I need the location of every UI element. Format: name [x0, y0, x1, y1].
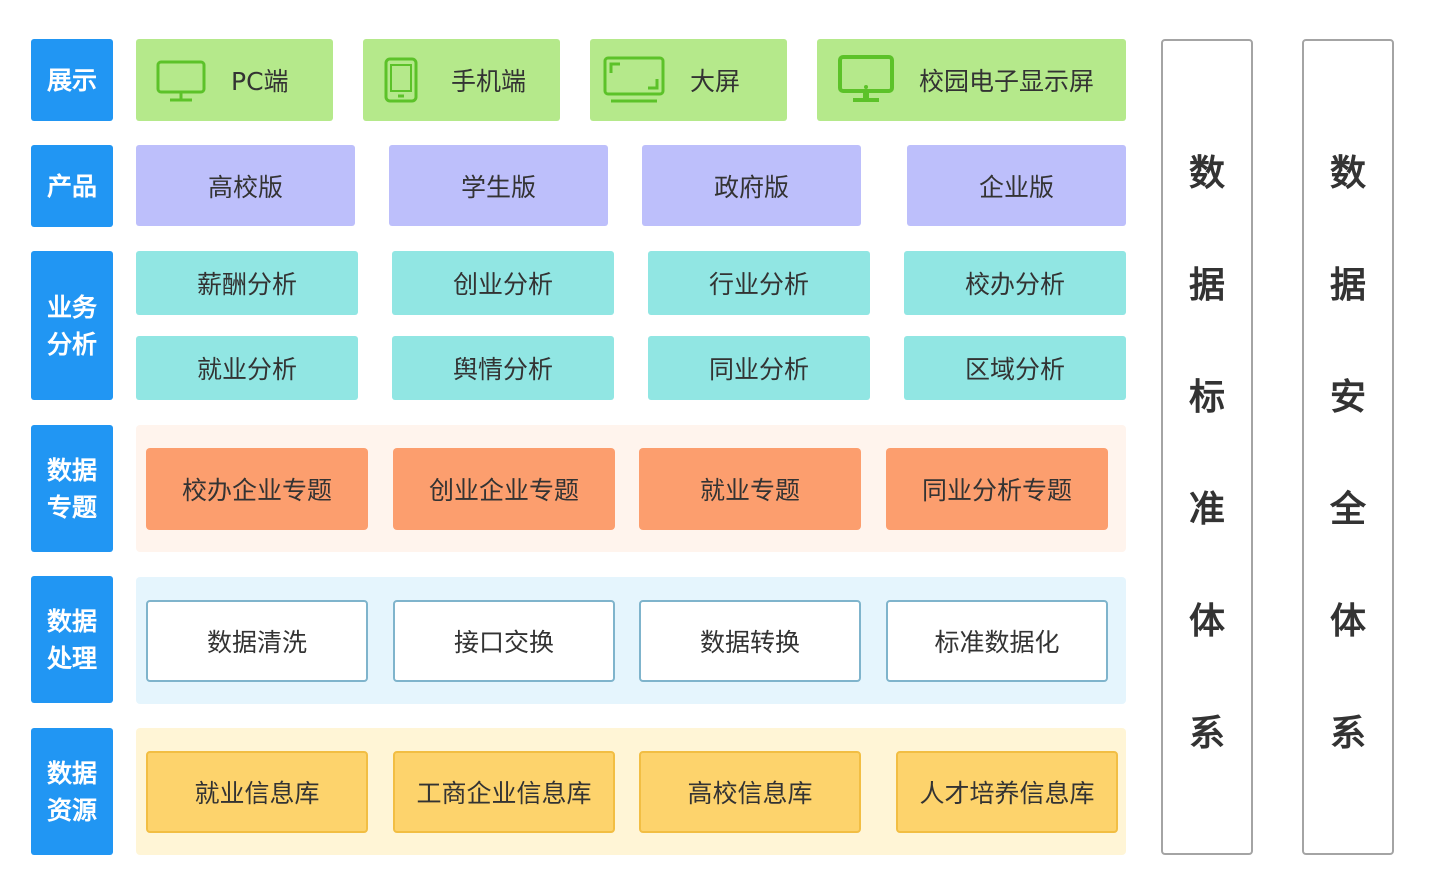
- vertical-char: 系: [1329, 713, 1366, 754]
- analysis-item: 行业分析: [648, 251, 870, 315]
- phone-icon: [384, 57, 418, 103]
- processing-item: 数据清洗: [146, 600, 368, 682]
- analysis-item: 舆情分析: [392, 336, 614, 400]
- monitor-icon: [156, 60, 206, 102]
- row-label-processing: 数据 处理: [31, 576, 113, 703]
- vertical-char: 准: [1188, 489, 1225, 530]
- data-security-column: 数 据 安 全 体 系: [1302, 39, 1394, 855]
- big-screen-icon: [603, 56, 665, 103]
- resource-item: 就业信息库: [146, 751, 368, 833]
- display-item-mobile: 手机端: [363, 39, 560, 121]
- topic-item: 校办企业专题: [146, 448, 368, 530]
- row-label-analysis: 业务 分析: [31, 251, 113, 400]
- campus-display-icon: [838, 55, 894, 102]
- vertical-char: 系: [1188, 713, 1225, 754]
- analysis-item: 同业分析: [648, 336, 870, 400]
- vertical-char: 据: [1329, 265, 1366, 306]
- display-item-bigscreen: 大屏: [590, 39, 787, 121]
- processing-item: 数据转换: [639, 600, 861, 682]
- vertical-char: 标: [1188, 377, 1225, 418]
- display-label: 校园电子显示屏: [919, 67, 1095, 96]
- analysis-item: 校办分析: [904, 251, 1126, 315]
- vertical-char: 体: [1188, 601, 1225, 642]
- product-item: 企业版: [907, 145, 1126, 226]
- vertical-char: 数: [1188, 153, 1225, 194]
- product-item: 学生版: [389, 145, 608, 226]
- display-item-campus: 校园电子显示屏: [817, 39, 1126, 121]
- processing-item: 标准数据化: [886, 600, 1108, 682]
- row-label-topics: 数据 专题: [31, 425, 113, 552]
- display-item-pc: PC端: [136, 39, 333, 121]
- product-item: 政府版: [642, 145, 861, 226]
- row-label-display: 展示: [31, 39, 113, 121]
- resource-item: 工商企业信息库: [393, 751, 615, 833]
- vertical-char: 安: [1329, 377, 1366, 418]
- processing-item: 接口交换: [393, 600, 615, 682]
- vertical-char: 体: [1329, 601, 1366, 642]
- vertical-char: 全: [1329, 489, 1366, 530]
- analysis-item: 就业分析: [136, 336, 358, 400]
- row-label-resources: 数据 资源: [31, 728, 113, 855]
- topic-item: 就业专题: [639, 448, 861, 530]
- vertical-char: 数: [1329, 153, 1366, 194]
- resource-item: 高校信息库: [639, 751, 861, 833]
- display-label: 手机端: [451, 67, 527, 96]
- row-label-product: 产品: [31, 145, 113, 227]
- analysis-item: 薪酬分析: [136, 251, 358, 315]
- resource-item: 人才培养信息库: [896, 751, 1118, 833]
- display-label: 大屏: [690, 67, 741, 96]
- topic-item: 创业企业专题: [393, 448, 615, 530]
- analysis-item: 区域分析: [904, 336, 1126, 400]
- vertical-char: 据: [1188, 265, 1225, 306]
- display-label: PC端: [231, 67, 289, 96]
- data-standards-column: 数 据 标 准 体 系: [1161, 39, 1253, 855]
- analysis-item: 创业分析: [392, 251, 614, 315]
- topic-item: 同业分析专题: [886, 448, 1108, 530]
- product-item: 高校版: [136, 145, 355, 226]
